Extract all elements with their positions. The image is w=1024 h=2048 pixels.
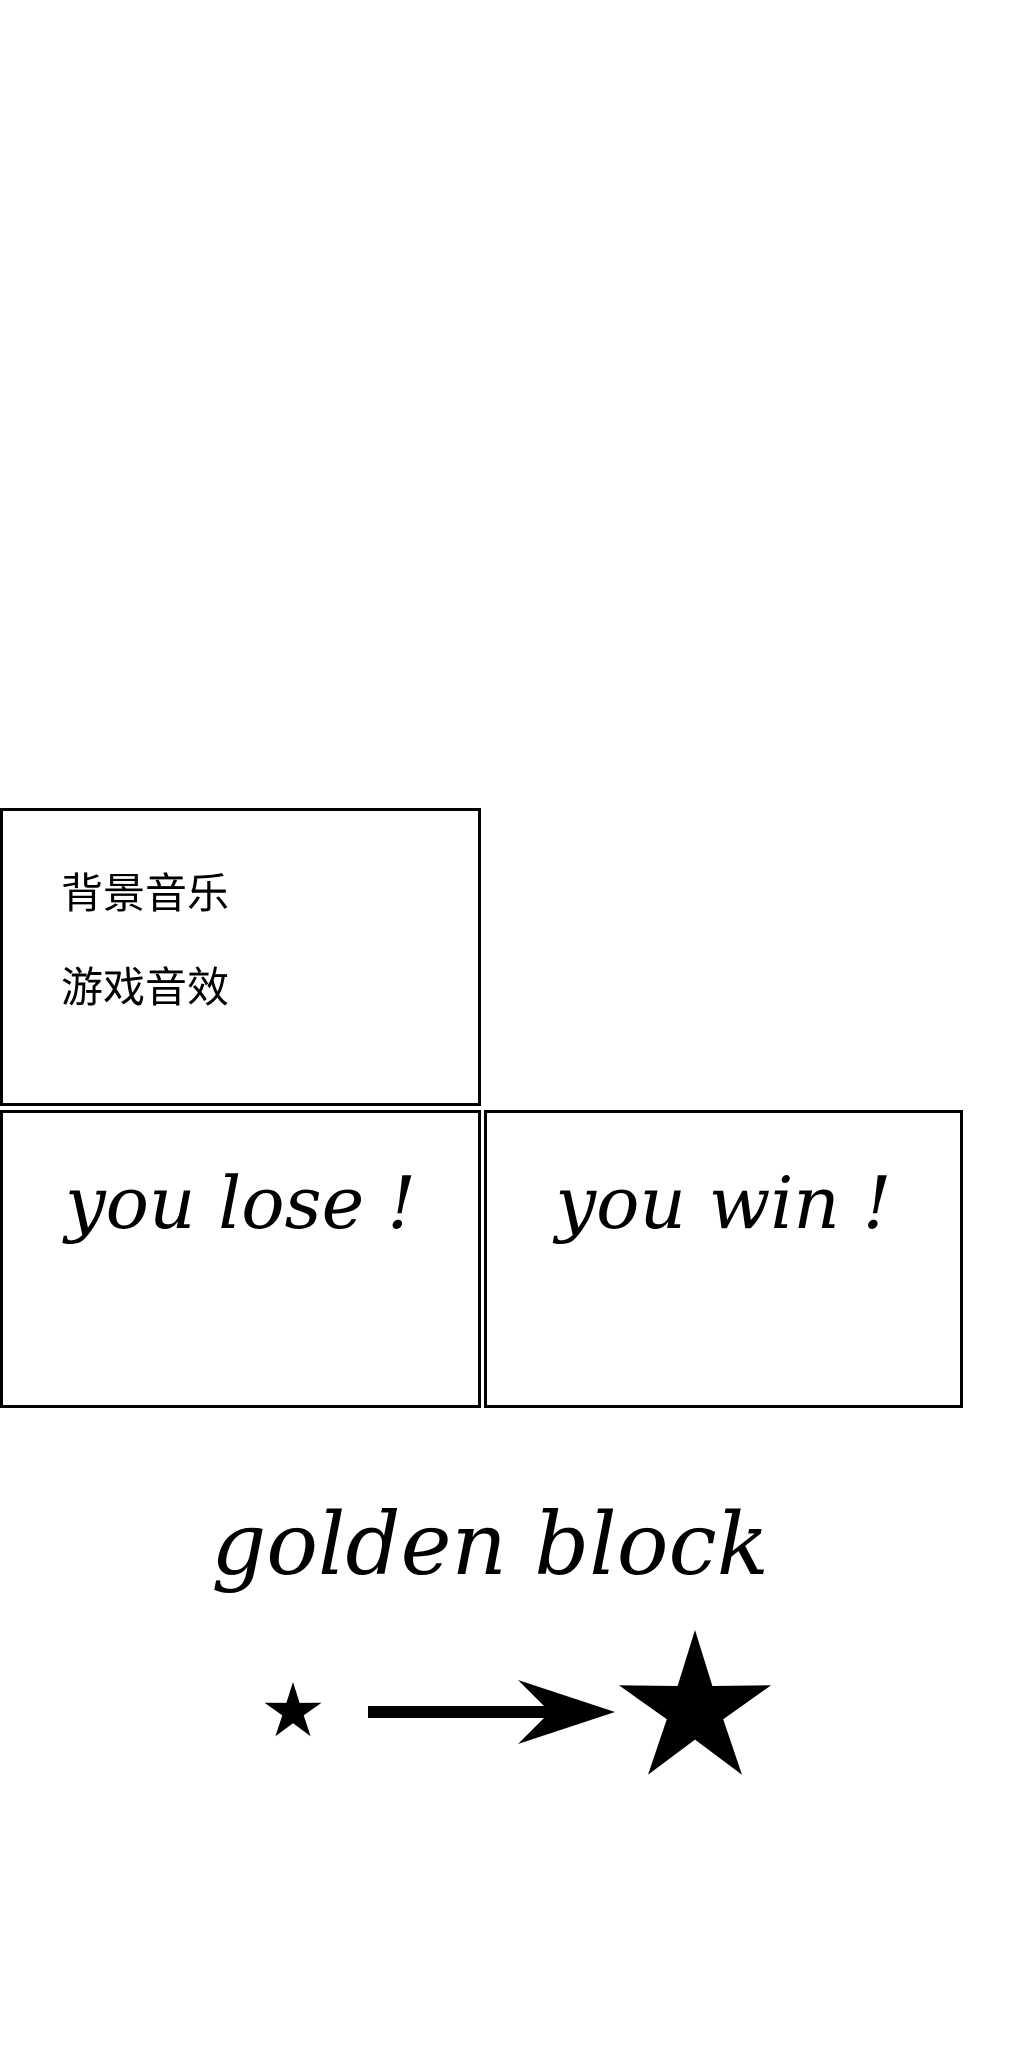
lose-message: you lose ! <box>64 1161 417 1245</box>
lose-panel: you lose ! <box>0 1110 481 1408</box>
golden-block-upgrade-graphic <box>264 1630 772 1775</box>
arrow-right-icon <box>368 1680 615 1744</box>
large-star-icon <box>618 1630 772 1775</box>
sound-settings-panel: 背景音乐 游戏音效 <box>0 808 481 1106</box>
win-message: you win ! <box>555 1161 892 1245</box>
golden-block-title: golden block <box>211 1495 769 1595</box>
small-star-icon <box>264 1682 322 1737</box>
background-music-option[interactable]: 背景音乐 <box>61 869 230 918</box>
sound-effects-option[interactable]: 游戏音效 <box>61 963 230 1012</box>
win-panel: you win ! <box>484 1110 963 1408</box>
